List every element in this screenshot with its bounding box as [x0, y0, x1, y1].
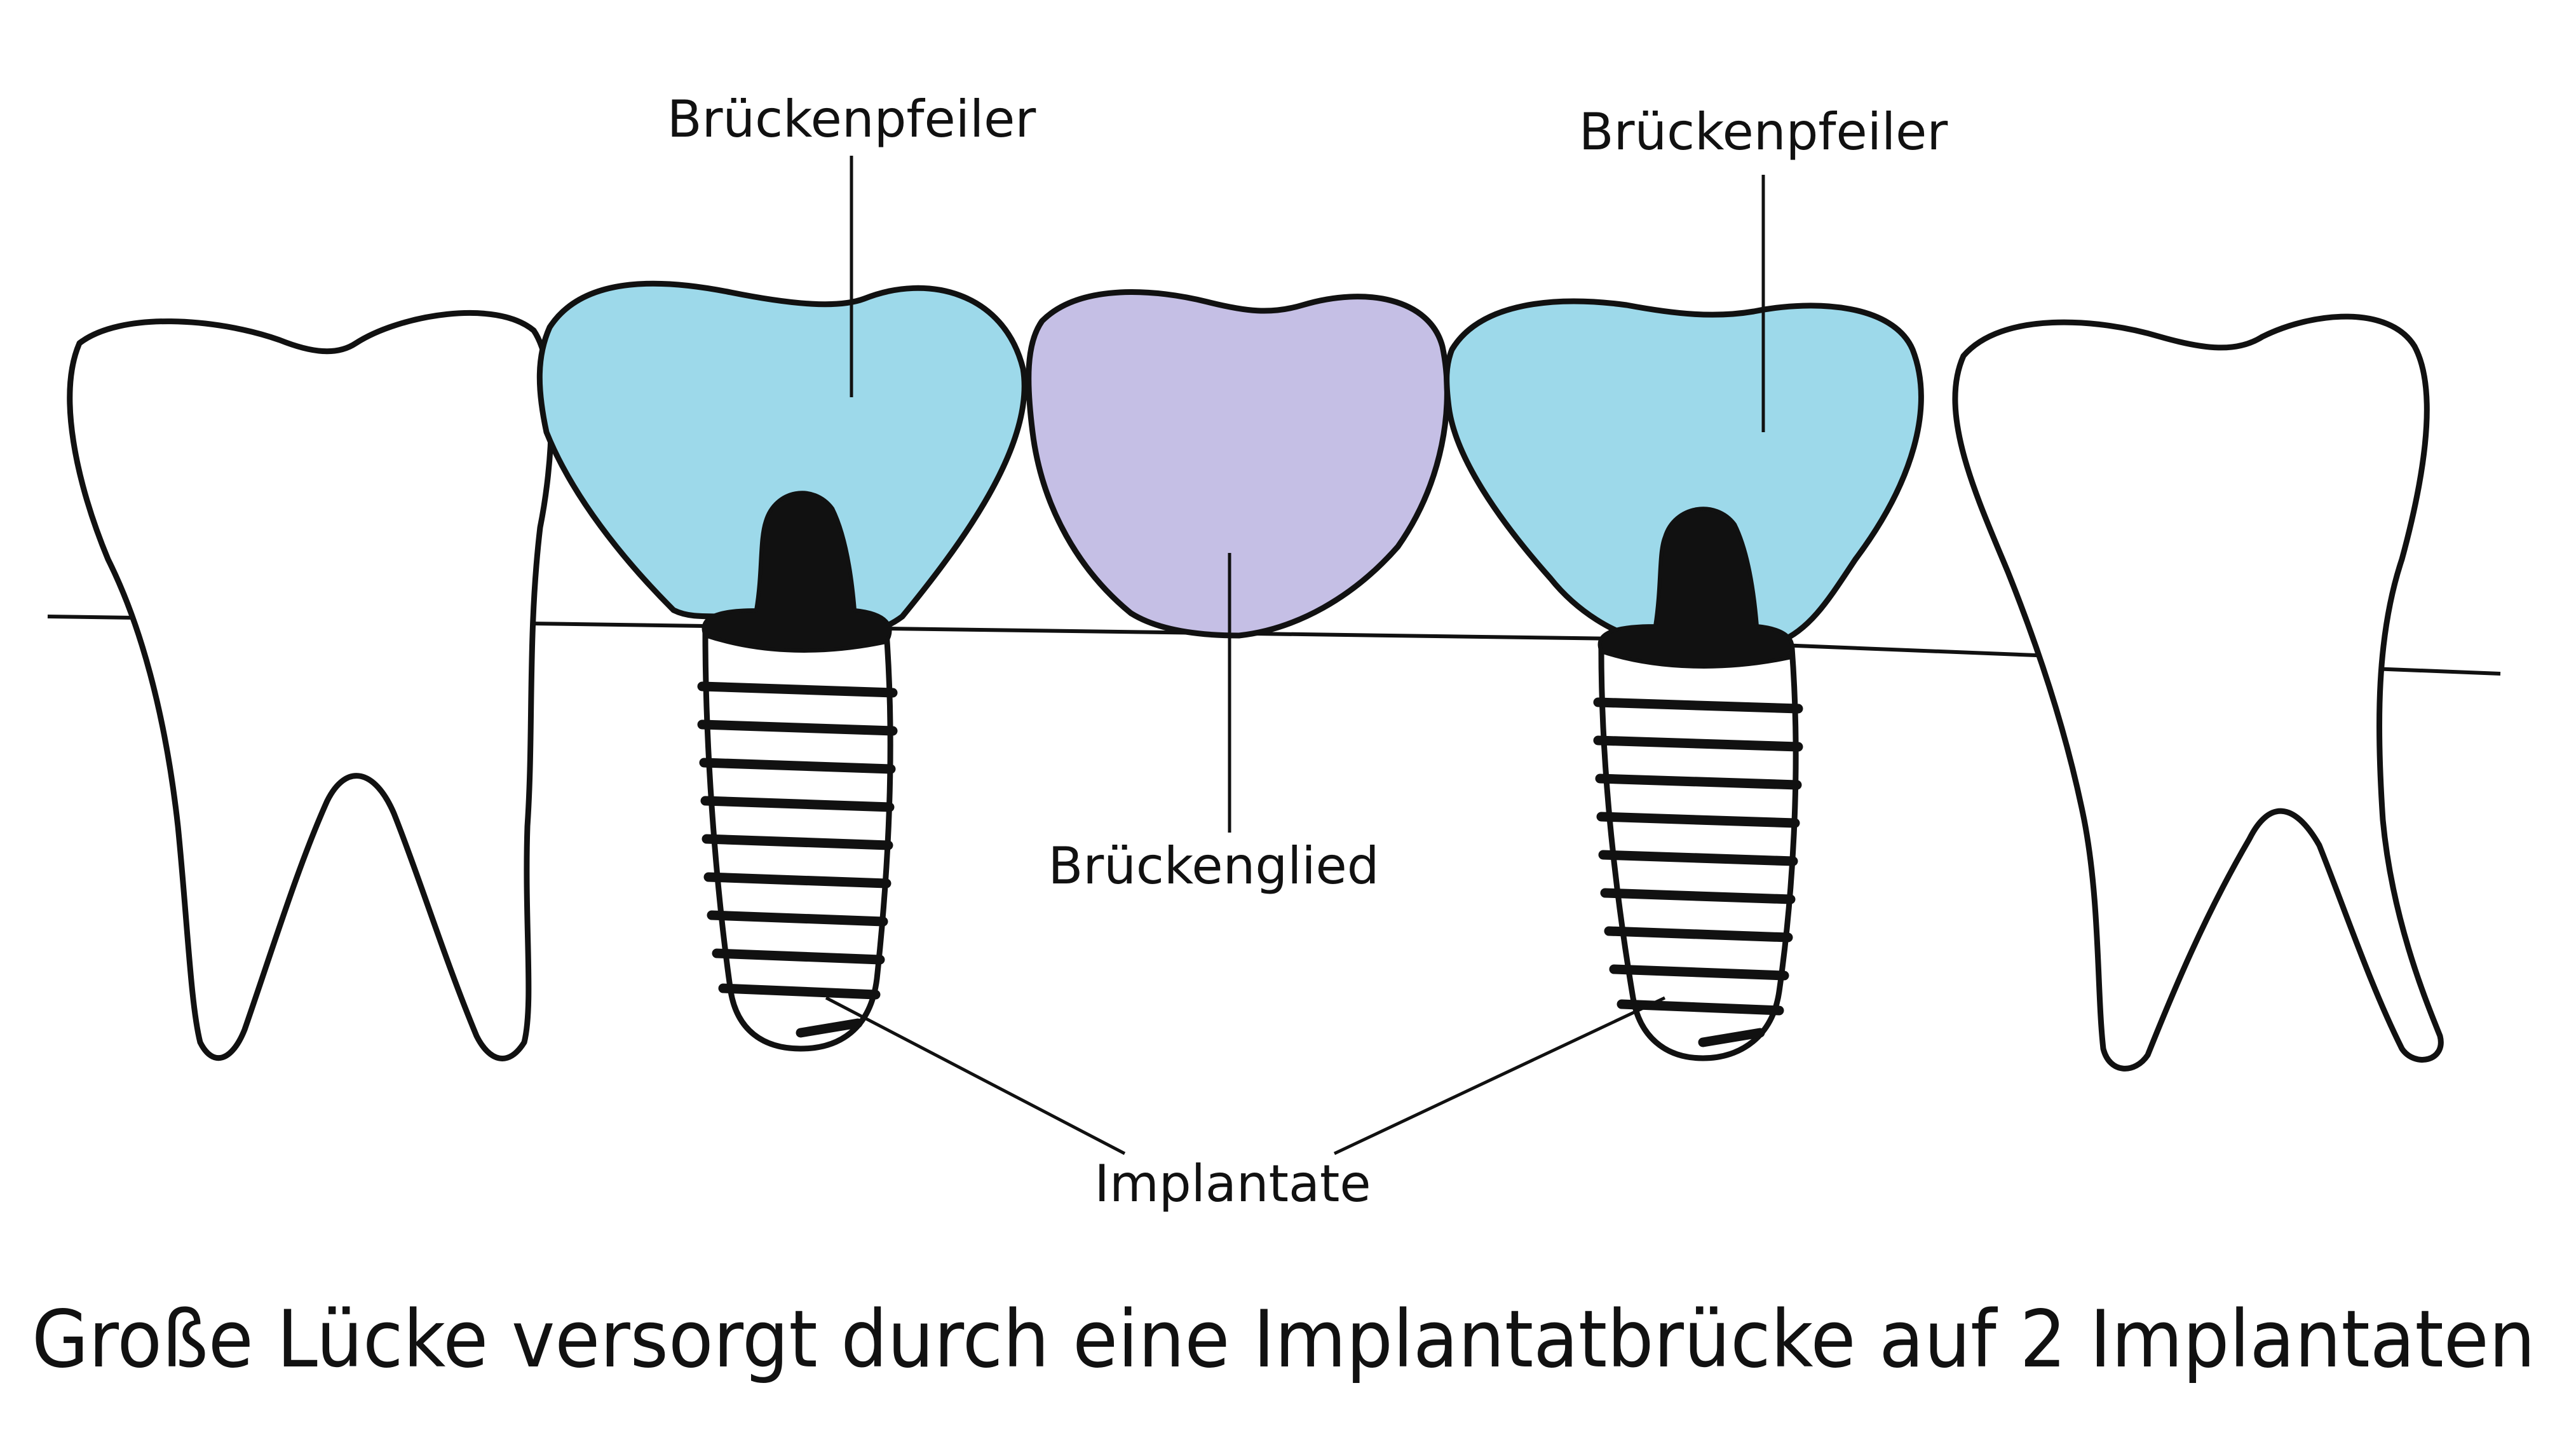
implant-left-threads	[697, 681, 898, 1038]
pontic-crown	[1026, 289, 1450, 639]
natural-tooth-right	[1952, 313, 2444, 1072]
abutment-crown-left	[536, 280, 1027, 634]
label-abutment-right: Brückenpfeiler	[1579, 102, 1948, 161]
natural-tooth-left	[67, 310, 554, 1061]
abutment-crown-right	[1444, 298, 1924, 645]
leader-line-implant-left	[825, 996, 1126, 1155]
implant-right-post	[1597, 507, 1794, 669]
implant-left-post	[702, 491, 892, 653]
label-pontic: Brückenglied	[1048, 836, 1379, 895]
diagram-caption: Große Lücke versorgt durch eine Implanta…	[32, 1294, 2535, 1386]
label-implants: Implantate	[1094, 1154, 1371, 1213]
implant-right-threads	[1593, 697, 1803, 1047]
label-abutment-left: Brückenpfeiler	[667, 90, 1036, 149]
leader-line-implant-right	[1333, 996, 1666, 1155]
